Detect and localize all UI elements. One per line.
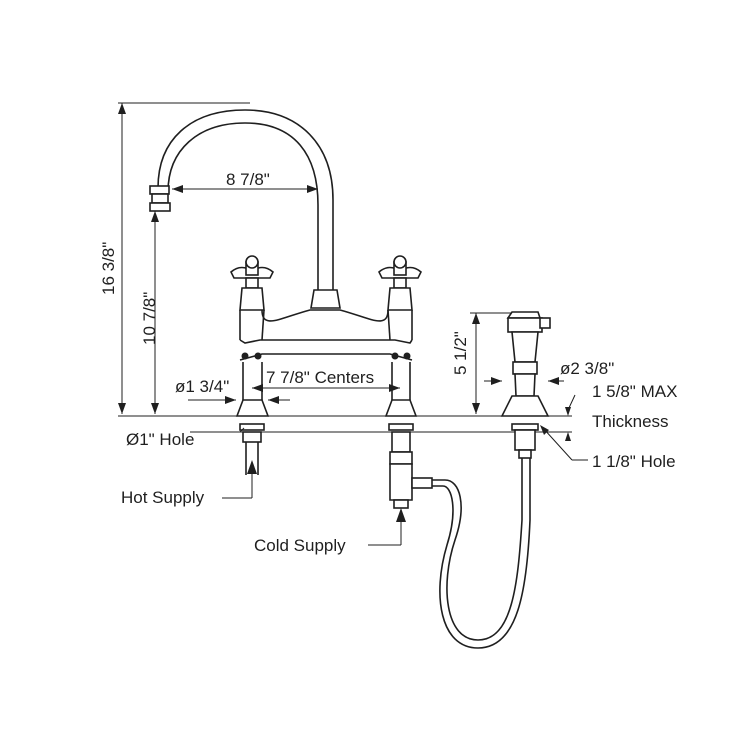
spray-diameter-label: ø2 3/8" xyxy=(560,359,614,378)
dimension-spout-height: 10 7/8" xyxy=(140,211,159,414)
gooseneck-spout xyxy=(149,109,341,309)
callout-hot-supply: Hot Supply xyxy=(121,460,257,507)
max-thickness-label-line1: 1 5/8" MAX xyxy=(592,382,677,401)
base-diameter-label: ø1 3/4" xyxy=(175,377,229,396)
spout-height-label: 10 7/8" xyxy=(140,292,159,345)
hot-supply-label: Hot Supply xyxy=(121,488,205,507)
spout-reach-label: 8 7/8" xyxy=(226,170,270,189)
hot-valve-column xyxy=(230,255,274,417)
hole-1-1-8-label: 1 1/8" Hole xyxy=(592,452,676,471)
callout-hole-1-1-8: 1 1/8" Hole xyxy=(540,425,676,471)
hole-1in-label: Ø1" Hole xyxy=(126,430,194,449)
dimension-spray-diameter: ø2 3/8" xyxy=(484,359,614,385)
spray-hose xyxy=(432,458,531,649)
dimension-max-thickness: 1 5/8" MAX Thickness xyxy=(565,382,677,441)
bridge-body xyxy=(239,309,413,361)
dimension-centers: 7 7/8" Centers xyxy=(252,368,400,392)
dimension-spout-reach: 8 7/8" xyxy=(172,170,318,193)
callout-hole-1in: Ø1" Hole xyxy=(126,427,245,449)
max-thickness-label-line2: Thickness xyxy=(592,412,669,431)
faucet-body xyxy=(149,109,422,417)
hot-shank xyxy=(239,423,265,475)
dimension-spray-height: 5 1/2" xyxy=(451,312,512,414)
side-spray xyxy=(500,311,551,459)
cold-valve-column xyxy=(378,255,422,417)
cold-supply-label: Cold Supply xyxy=(254,536,346,555)
centers-label: 7 7/8" Centers xyxy=(266,368,374,387)
spray-height-label: 5 1/2" xyxy=(451,331,470,375)
dimension-overall-height: 16 3/8" xyxy=(99,102,250,414)
callout-cold-supply: Cold Supply xyxy=(254,508,406,555)
overall-height-label: 16 3/8" xyxy=(99,242,118,295)
dimension-base-diameter: ø1 3/4" xyxy=(175,377,290,404)
cold-shank xyxy=(388,423,433,509)
